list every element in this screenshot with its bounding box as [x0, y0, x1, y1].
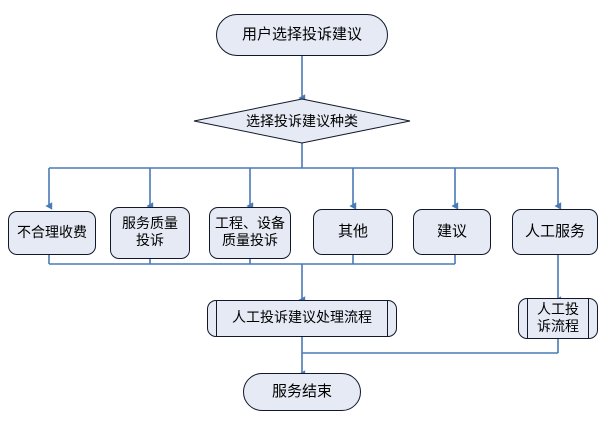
- predefined-process-bar-left: [216, 300, 217, 337]
- node-decision[interactable]: 选择投诉建议种类: [192, 98, 412, 144]
- node-manual-complaint-flow[interactable]: 人工投 诉流程: [518, 298, 598, 339]
- node-manual-complaint-suggestion-process[interactable]: 人工投诉建议处理流程: [207, 300, 397, 337]
- node-branch-suggestion[interactable]: 建议: [413, 209, 491, 255]
- node-branch-manual-service[interactable]: 人工服务: [512, 209, 598, 255]
- predefined-process-bar-left: [527, 298, 528, 339]
- predefined-process-bar-right: [387, 300, 388, 337]
- predefined-process-bar-right: [588, 298, 589, 339]
- node-manual-complaint-flow-label: 人工投 诉流程: [537, 301, 579, 335]
- node-start[interactable]: 用户选择投诉建议: [216, 14, 388, 56]
- node-manual-complaint-suggestion-process-label: 人工投诉建议处理流程: [232, 310, 372, 327]
- node-end[interactable]: 服务结束: [243, 373, 361, 411]
- node-branch-other[interactable]: 其他: [313, 209, 393, 255]
- node-branch-engineering-equipment[interactable]: 工程、设备 质量投诉: [209, 207, 291, 259]
- node-branch-service-quality[interactable]: 服务质量 投诉: [110, 207, 190, 259]
- node-decision-label: 选择投诉建议种类: [246, 114, 358, 130]
- node-branch-unreasonable-fee[interactable]: 不合理收费: [8, 211, 96, 255]
